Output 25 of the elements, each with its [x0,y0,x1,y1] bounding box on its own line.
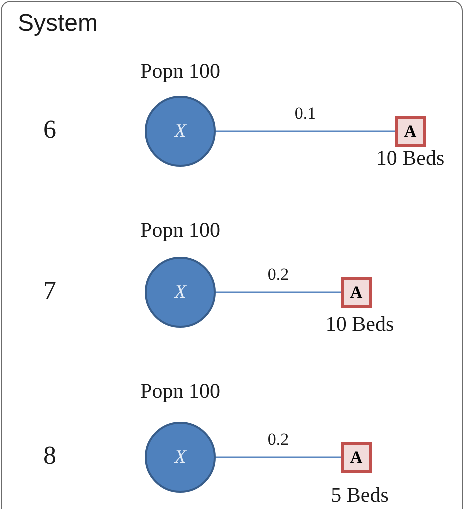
capacity-label: 5 Beds [331,483,389,508]
square-node [395,116,426,147]
population-label: Popn 100 [140,59,220,84]
row-number: 6 [44,114,56,146]
capacity-label: 10 Beds [376,146,445,172]
population-label: Popn 100 [140,218,220,244]
square-node [341,442,372,473]
edge-label: 0.2 [268,430,290,450]
connector-line [216,456,341,458]
node-label: A [404,123,417,140]
node-label: X [174,283,186,302]
connector-line [216,292,341,294]
node-label: X [174,448,186,467]
square-node [341,277,372,308]
panel-heading: System [18,10,98,39]
row-number: 8 [44,440,56,472]
node-label: X [174,122,186,141]
population-label: Popn 100 [140,379,220,404]
node-label: A [350,284,363,301]
capacity-label: 10 Beds [326,312,394,338]
row-number: 7 [44,275,56,306]
connector-line [216,130,395,132]
edge-label: 0.1 [294,104,316,124]
node-label: A [350,449,363,466]
edge-label: 0.2 [268,264,290,285]
